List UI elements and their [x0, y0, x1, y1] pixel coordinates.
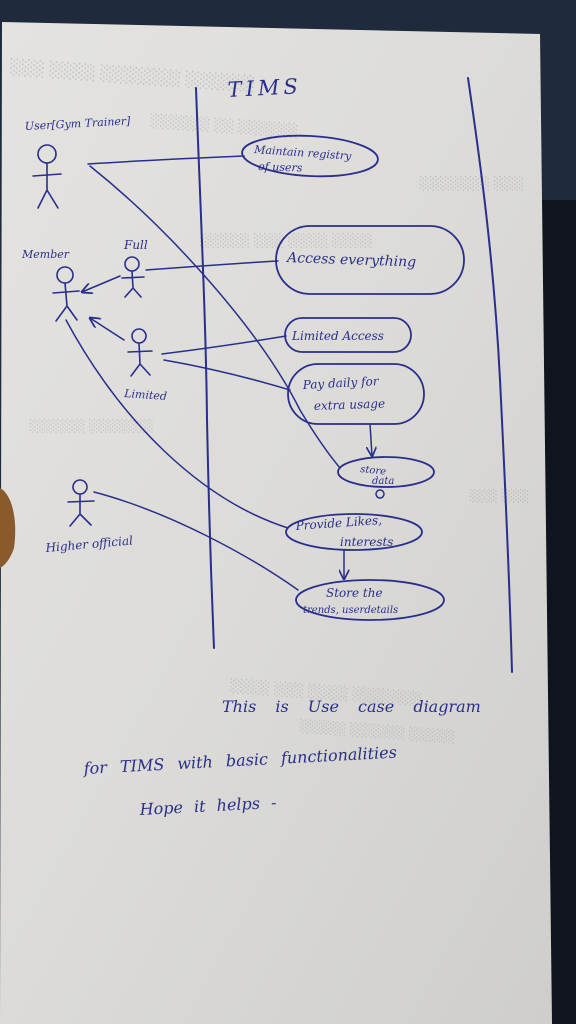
actor-full: Full	[121, 238, 148, 298]
use-case-label-pay-1: Pay daily for	[301, 374, 380, 392]
paper-sheet	[0, 22, 552, 1024]
svg-text:░░░ ░░░: ░░░ ░░░	[470, 488, 529, 503]
system-title: TIMS	[227, 74, 302, 102]
stick-figure-icon	[32, 144, 62, 209]
stick-figure-icon	[121, 256, 145, 298]
svg-text:░░░░░ ░░░ ░░░░ ░░░░: ░░░░░ ░░░ ░░░░ ░░░░	[200, 232, 372, 249]
actor-label-gym-trainer: User[Gym Trainer]	[24, 114, 131, 133]
ink-dot	[375, 489, 385, 499]
use-case-limited-access: Limited Access	[284, 317, 412, 353]
assoc-trainer-maintain	[87, 155, 245, 165]
finger-shadow	[0, 488, 16, 568]
use-case-store-trends: Store the trends, userdetails	[295, 579, 445, 621]
use-case-label-maintain-2: of users	[258, 160, 303, 175]
include-pay-store	[370, 423, 372, 456]
assoc-trainer-store-data	[89, 165, 341, 469]
assoc-limited-pay	[163, 359, 291, 391]
use-case-label-store-1: store	[360, 464, 387, 478]
use-case-label-pay-2: extra usage	[314, 397, 386, 413]
generalization-full-to-member	[82, 275, 121, 292]
use-case-access-everything: Access everything	[275, 225, 465, 295]
stick-figure-icon	[52, 266, 80, 322]
use-case-label-trends-1: Store the	[326, 586, 383, 600]
actor-label-limited: Limited	[123, 387, 168, 403]
system-boundary-left	[195, 87, 215, 649]
system-boundary-right	[467, 77, 513, 673]
actor-limited: Limited	[123, 328, 168, 403]
generalization-limited-to-member	[90, 318, 125, 341]
assoc-full-access	[145, 260, 279, 271]
stick-figure-icon	[67, 479, 95, 527]
assoc-official-trends	[93, 491, 299, 591]
actor-label-member: Member	[21, 248, 70, 261]
note-line-1: This is Use case diagram	[222, 697, 481, 716]
use-case-label-provide-1: Provide Likes,	[294, 513, 382, 533]
use-case-pay-daily: Pay daily for extra usage	[287, 363, 425, 425]
assoc-limited-limited-access	[161, 335, 287, 355]
use-case-label-trends-2: trends, userdetails	[303, 605, 398, 616]
stick-figure-icon	[127, 328, 153, 377]
use-case-label-store-2: data	[372, 476, 394, 487]
actor-member: Member	[21, 248, 80, 322]
use-case-store-data: store data	[337, 456, 435, 488]
associations	[65, 155, 385, 591]
use-case-label-provide-2: interests	[340, 535, 393, 549]
actor-label-full: Full	[123, 238, 148, 252]
use-case-provide-likes: Provide Likes, interests	[285, 513, 423, 551]
assoc-member-provide	[65, 319, 289, 529]
actor-gym-trainer: User[Gym Trainer]	[24, 114, 131, 209]
svg-text:░░░░░░░ ░░░: ░░░░░░░ ░░░	[420, 175, 524, 192]
use-case-label-limited-access: Limited Access	[291, 329, 384, 343]
svg-text:░░░░░░ ░░░░░░░: ░░░░░░ ░░░░░░░	[30, 418, 154, 433]
use-case-label-access: Access everything	[285, 250, 417, 271]
